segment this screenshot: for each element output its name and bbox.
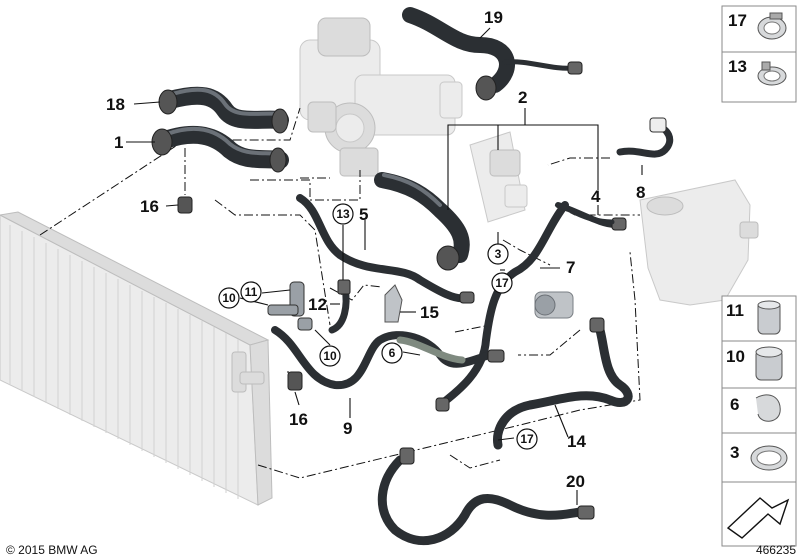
legend-bottom: 11 10 6 3: [721, 295, 797, 547]
callout-13: 13: [336, 207, 350, 221]
legend-top: 17 13: [721, 5, 797, 103]
callout-17: 17: [495, 276, 509, 290]
spring-clip-icon: [757, 61, 787, 86]
callout-16: 16: [140, 197, 159, 216]
expansion-tank: [639, 179, 759, 306]
callout-10-lower: 10: [323, 349, 337, 363]
callout-15: 15: [420, 303, 439, 322]
callout-11: 11: [245, 285, 258, 299]
clamp-16b: [287, 371, 303, 391]
legend-6: 6: [730, 395, 739, 414]
callout-1: 1: [114, 133, 123, 152]
connector-11-10: [267, 281, 313, 331]
legend-11: 11: [726, 301, 744, 320]
hose-4-branch: [567, 207, 615, 225]
band-clamp-icon: [750, 445, 788, 471]
radiator: [0, 211, 273, 506]
callout-2: 2: [518, 88, 527, 107]
callout-14: 14: [567, 432, 586, 451]
auxiliary-water-pump: [534, 291, 574, 319]
hose-9: [271, 326, 505, 390]
clamp-16a: [177, 196, 193, 214]
hose-5-upper: [374, 172, 470, 271]
legend-17: 17: [728, 11, 747, 30]
hose-18: [158, 86, 289, 134]
callout-20: 20: [566, 472, 585, 491]
hose-20: [377, 447, 595, 546]
hose-19: [402, 7, 583, 101]
engine-oil-cooler: [469, 131, 528, 223]
callout-16-lower: 16: [289, 410, 308, 429]
callout-8: 8: [636, 183, 645, 202]
clip-6-icon: [755, 394, 781, 422]
callout-3: 3: [495, 247, 502, 261]
callout-19: 19: [484, 8, 503, 27]
quick-connector-10-icon: [755, 346, 783, 381]
hose-12: [328, 279, 351, 334]
legend-13: 13: [728, 57, 747, 76]
legend-3: 3: [730, 443, 739, 462]
hose-5: [296, 194, 475, 304]
legend-10: 10: [726, 347, 745, 366]
callout-12: 12: [308, 295, 327, 314]
callout-4: 4: [591, 187, 601, 206]
callout-5: 5: [359, 205, 368, 224]
callout-9: 9: [343, 419, 352, 438]
callout-18: 18: [106, 95, 125, 114]
quick-connector-11-icon: [757, 300, 781, 335]
diagram-number: 466235: [756, 543, 796, 557]
arrow-icon: [726, 497, 790, 539]
hose-clamp-icon: [757, 12, 787, 40]
callout-10: 10: [222, 291, 236, 305]
turbo-egr-module: [299, 17, 463, 177]
copyright-text: © 2015 BMW AG: [6, 543, 98, 557]
callout-6: 6: [389, 346, 396, 360]
bracket-15: [384, 284, 403, 323]
hose-14: [493, 317, 633, 450]
hose-1: [151, 125, 289, 173]
callout-17-lower: 17: [520, 432, 534, 446]
callout-labels: 18 1 16 19 2 4 8 5 7 12 15 9 16 14 20 13…: [106, 8, 645, 491]
hose-8: [616, 117, 674, 158]
callout-7: 7: [566, 258, 575, 277]
